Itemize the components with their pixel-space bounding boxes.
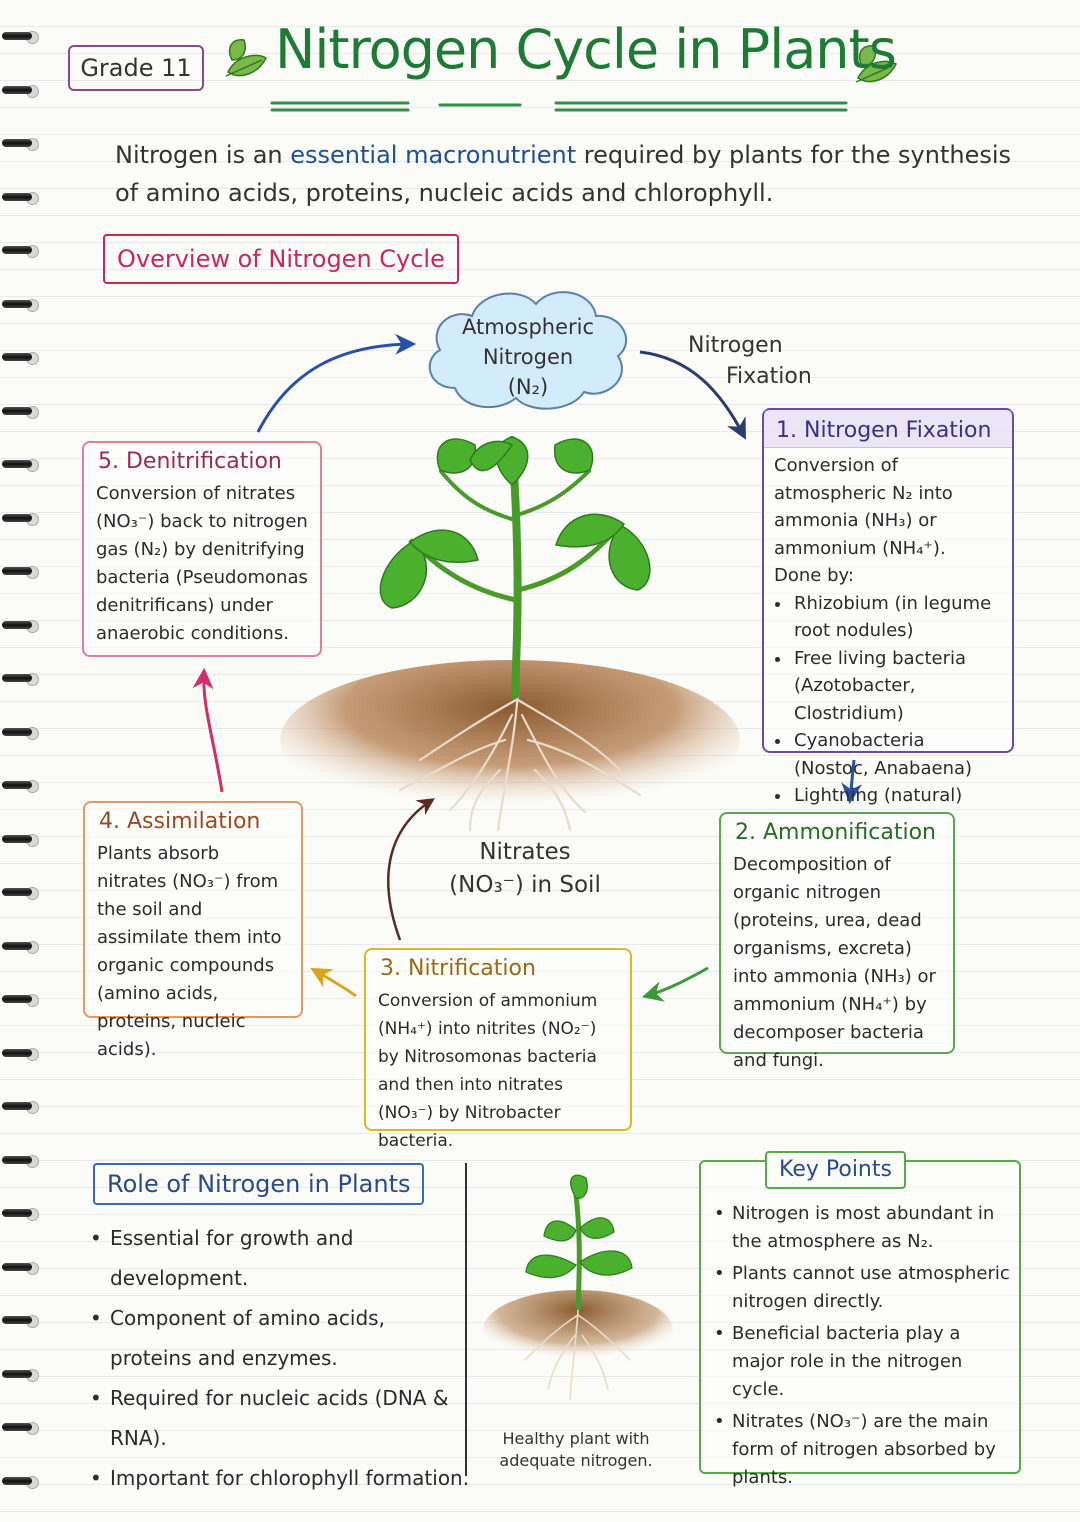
list-item: Required for nucleic acids (DNA & RNA). bbox=[90, 1378, 470, 1458]
list-item: Lightning (natural) bbox=[792, 782, 1002, 810]
soil-label-line: Nitrates bbox=[479, 839, 571, 865]
spiral-ring bbox=[2, 1364, 39, 1384]
spiral-ring bbox=[2, 347, 39, 367]
ammonification-box: 2. Ammonification Decomposition of organ… bbox=[719, 812, 955, 1071]
plant-caption: Healthy plant with adequate nitrogen. bbox=[499, 1429, 653, 1470]
page-title: Nitrogen Cycle in Plants bbox=[275, 18, 897, 81]
spiral-ring bbox=[2, 989, 39, 1009]
list-item: Component of amino acids, proteins and e… bbox=[90, 1298, 470, 1378]
fixation-arrow-label-line: Nitrogen bbox=[688, 333, 783, 358]
spiral-ring bbox=[2, 775, 39, 795]
spiral-ring bbox=[2, 240, 39, 260]
spiral-ring bbox=[2, 936, 39, 956]
key-points-label: Key Points bbox=[765, 1151, 906, 1189]
denitrification-to-atmosphere-arrow bbox=[256, 333, 417, 433]
soil-nitrates-label: Nitrates (NO₃⁻) in Soil bbox=[440, 836, 610, 902]
spiral-ring bbox=[2, 1310, 39, 1330]
box-description: Conversion of atmospheric N₂ into ammoni… bbox=[774, 455, 953, 559]
title-underline bbox=[270, 101, 848, 112]
spiral-ring bbox=[2, 1203, 39, 1223]
spiral-ring bbox=[2, 294, 39, 314]
role-section-label: Role of Nitrogen in Plants bbox=[93, 1163, 425, 1205]
box-description: Decomposition of organic nitrogen (prote… bbox=[733, 854, 936, 1071]
list-item: Nitrates (NO₃⁻) are the main form of nit… bbox=[712, 1408, 1012, 1492]
spiral-ring bbox=[2, 1043, 39, 1063]
soil-label-line: (NO₃⁻) in Soil bbox=[449, 872, 601, 898]
spiral-ring bbox=[2, 1417, 39, 1437]
intro-text: Nitrogen is an bbox=[115, 141, 291, 169]
list-item: Nitrogen is most abundant in the atmosph… bbox=[712, 1200, 1012, 1256]
spiral-ring bbox=[2, 561, 39, 581]
fixation-arrow-label-line: Fixation bbox=[726, 364, 812, 389]
box-description: Conversion of nitrates (NO₃⁻) back to ni… bbox=[96, 483, 308, 644]
fixation-to-ammonification-arrow bbox=[841, 759, 863, 805]
box-title: 3. Nitrification bbox=[380, 956, 536, 981]
overview-section-label: Overview of Nitrogen Cycle bbox=[103, 234, 459, 284]
list-item: Cyanobacteria (Nostoc, Anabaena) bbox=[792, 727, 1002, 782]
box-title: 1. Nitrogen Fixation bbox=[764, 410, 1012, 448]
spiral-ring bbox=[2, 1257, 39, 1277]
spiral-ring bbox=[2, 882, 39, 902]
ammonification-to-nitrification-arrow bbox=[641, 966, 709, 1002]
spiral-ring bbox=[2, 508, 39, 528]
healthy-plant-illustration bbox=[483, 1174, 673, 1401]
leaf-icon bbox=[225, 39, 267, 77]
box-title: 4. Assimilation bbox=[99, 809, 261, 834]
spiral-ring bbox=[2, 401, 39, 421]
spiral-ring bbox=[2, 722, 39, 742]
done-by-label: Done by: bbox=[774, 565, 854, 586]
nitrification-box: 3. Nitrification Conversion of ammonium … bbox=[364, 948, 632, 1151]
assimilation-to-denitrification-arrow bbox=[192, 667, 224, 793]
section-divider bbox=[465, 1163, 467, 1476]
cloud-line: (N₂) bbox=[507, 375, 549, 399]
atmospheric-nitrogen-label: Atmospheric Nitrogen (N₂) bbox=[446, 312, 610, 402]
spiral-binding bbox=[0, 0, 48, 1522]
spiral-ring bbox=[2, 668, 39, 688]
spiral-ring bbox=[2, 26, 39, 46]
atmosphere-to-fixation-arrow bbox=[639, 350, 746, 440]
nitrification-to-assimilation-arrow bbox=[310, 967, 357, 998]
box-title: 5. Denitrification bbox=[98, 449, 282, 474]
nitrification-to-plant-arrow bbox=[387, 798, 435, 941]
cloud-line: Atmospheric bbox=[461, 315, 595, 339]
spiral-ring bbox=[2, 454, 39, 474]
spiral-ring bbox=[2, 615, 39, 635]
central-plant-illustration bbox=[280, 436, 740, 832]
spiral-ring bbox=[2, 133, 39, 153]
grade-badge: Grade 11 bbox=[68, 45, 204, 91]
list-item: Beneficial bacteria play a major role in… bbox=[712, 1320, 1012, 1404]
intro-paragraph: Nitrogen is an essential macronutrient r… bbox=[115, 136, 1015, 212]
box-description: Conversion of ammonium (NH₄⁺) into nitri… bbox=[378, 991, 598, 1151]
box-description: Plants absorb nitrates (NO₃⁻) from the s… bbox=[97, 843, 282, 1060]
cloud-line: Nitrogen bbox=[482, 345, 574, 369]
fixation-arrow-label: Nitrogen Fixation bbox=[688, 330, 812, 392]
intro-text-continued: required by plants for the synthesis of … bbox=[115, 141, 1012, 207]
list-item: Important for chlorophyll formation. bbox=[90, 1458, 470, 1498]
spiral-ring bbox=[2, 80, 39, 100]
spiral-ring bbox=[2, 1150, 39, 1170]
fixation-agents-list: Rhizobium (in legume root nodules) Free … bbox=[774, 590, 1002, 810]
spiral-ring bbox=[2, 829, 39, 849]
role-list: Essential for growth and development. Co… bbox=[90, 1218, 470, 1498]
list-item: Rhizobium (in legume root nodules) bbox=[792, 590, 1002, 645]
denitrification-box: 5. Denitrification Conversion of nitrate… bbox=[82, 441, 322, 657]
leaf-icon bbox=[855, 45, 897, 83]
list-item: Essential for growth and development. bbox=[90, 1218, 470, 1298]
assimilation-box: 4. Assimilation Plants absorb nitrates (… bbox=[83, 801, 303, 1060]
list-item: Free living bacteria (Azotobacter, Clost… bbox=[792, 645, 1002, 728]
spiral-ring bbox=[2, 1471, 39, 1491]
key-points-list: Nitrogen is most abundant in the atmosph… bbox=[712, 1200, 1012, 1496]
nitrogen-fixation-box: 1. Nitrogen Fixation Conversion of atmos… bbox=[762, 408, 1014, 806]
list-item: Plants cannot use atmospheric nitrogen d… bbox=[712, 1260, 1012, 1316]
box-title: 2. Ammonification bbox=[735, 820, 936, 845]
intro-highlight: essential macronutrient bbox=[290, 141, 577, 169]
spiral-ring bbox=[2, 187, 39, 207]
spiral-ring bbox=[2, 1096, 39, 1116]
atmosphere-cloud bbox=[428, 291, 628, 410]
